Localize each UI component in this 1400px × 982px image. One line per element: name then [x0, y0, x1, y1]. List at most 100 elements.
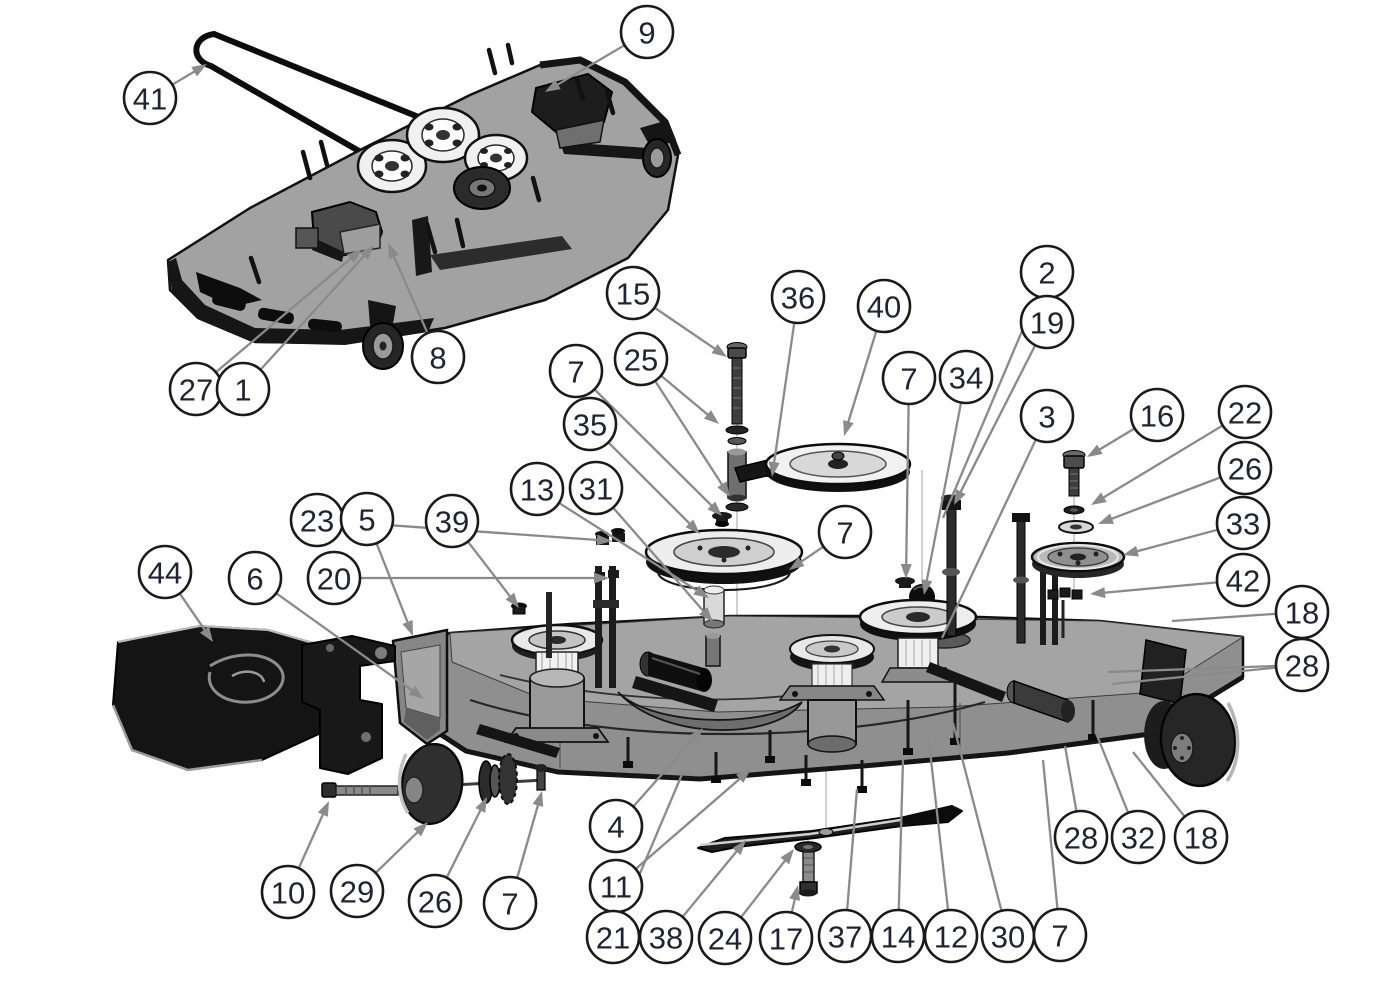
- leader-line-12: [927, 741, 950, 911]
- callout-9-1[interactable]: 9: [619, 4, 675, 60]
- part-balloon[interactable]: [1032, 907, 1088, 963]
- callout-22-19[interactable]: 22: [1217, 384, 1273, 440]
- callout-18-49[interactable]: 18: [1173, 809, 1229, 865]
- callout-41-0[interactable]: 41: [122, 70, 178, 126]
- callout-6-29[interactable]: 6: [227, 550, 283, 606]
- callout-28-47[interactable]: 28: [1053, 809, 1109, 865]
- part-number: 36: [781, 281, 815, 316]
- part-balloon[interactable]: [548, 343, 604, 399]
- callout-21-38[interactable]: 21: [585, 909, 641, 965]
- callout-12-44[interactable]: 12: [923, 908, 979, 964]
- part-balloon[interactable]: [482, 875, 538, 931]
- callout-29-33[interactable]: 29: [329, 863, 385, 919]
- callout-28-31[interactable]: 28: [1274, 637, 1330, 693]
- part-balloon[interactable]: [881, 350, 937, 406]
- part-balloon[interactable]: [1173, 809, 1229, 865]
- callout-7-7[interactable]: 7: [548, 343, 604, 399]
- leader-arrowhead-11: [736, 769, 751, 783]
- part-balloon[interactable]: [122, 70, 178, 126]
- callout-7-23[interactable]: 7: [817, 504, 873, 560]
- part-balloon[interactable]: [260, 864, 316, 920]
- callout-4-36[interactable]: 4: [588, 798, 644, 854]
- callout-11-37[interactable]: 11: [588, 858, 644, 914]
- part-balloon[interactable]: [410, 329, 466, 385]
- part-balloon[interactable]: [1215, 495, 1271, 551]
- callout-18-30[interactable]: 18: [1274, 584, 1330, 640]
- part-balloon[interactable]: [1053, 809, 1109, 865]
- part-balloon[interactable]: [638, 909, 694, 965]
- callout-7-13[interactable]: 7: [881, 350, 937, 406]
- callout-44-28[interactable]: 44: [137, 544, 193, 600]
- part-balloon[interactable]: [407, 873, 463, 929]
- callout-26-20[interactable]: 26: [1217, 440, 1273, 496]
- callout-30-45[interactable]: 30: [980, 908, 1036, 964]
- callout-24-40[interactable]: 24: [697, 910, 753, 966]
- part-balloon[interactable]: [1129, 387, 1185, 443]
- callout-8-4[interactable]: 8: [410, 329, 466, 385]
- part-balloon[interactable]: [1274, 637, 1330, 693]
- part-balloon[interactable]: [1215, 552, 1271, 608]
- callout-13-9[interactable]: 13: [509, 461, 565, 517]
- part-balloon[interactable]: [1110, 809, 1166, 865]
- part-balloon[interactable]: [227, 550, 283, 606]
- callout-20-27[interactable]: 20: [306, 550, 362, 606]
- callout-5-25[interactable]: 5: [339, 491, 395, 547]
- callout-42-22[interactable]: 42: [1215, 552, 1271, 608]
- part-balloon[interactable]: [306, 550, 362, 606]
- part-balloon[interactable]: [509, 461, 565, 517]
- callout-32-48[interactable]: 32: [1110, 809, 1166, 865]
- center-hardware-column: [644, 342, 808, 667]
- part-balloon[interactable]: [770, 269, 826, 325]
- part-balloon[interactable]: [605, 265, 661, 321]
- part-balloon[interactable]: [339, 491, 395, 547]
- part-balloon[interactable]: [588, 798, 644, 854]
- callout-35-8[interactable]: 35: [562, 396, 618, 452]
- part-balloon[interactable]: [1217, 384, 1273, 440]
- callout-19-16[interactable]: 19: [1019, 294, 1075, 350]
- callout-25-6[interactable]: 25: [613, 331, 669, 387]
- part-balloon[interactable]: [697, 910, 753, 966]
- deck-posts: [248, 42, 616, 285]
- part-balloon[interactable]: [613, 331, 669, 387]
- callout-23-24[interactable]: 23: [289, 492, 345, 548]
- part-balloon[interactable]: [562, 396, 618, 452]
- callout-17-41[interactable]: 17: [758, 910, 814, 966]
- callout-34-14[interactable]: 34: [938, 349, 994, 405]
- callout-2-15[interactable]: 2: [1019, 244, 1075, 300]
- part-balloon[interactable]: [424, 493, 480, 549]
- part-balloon[interactable]: [329, 863, 385, 919]
- callout-7-46[interactable]: 7: [1032, 907, 1088, 963]
- callout-39-26[interactable]: 39: [424, 493, 480, 549]
- callout-10-32[interactable]: 10: [260, 864, 316, 920]
- part-balloon[interactable]: [938, 349, 994, 405]
- leader-line-38: [681, 847, 740, 918]
- part-balloon[interactable]: [1019, 388, 1075, 444]
- callout-36-11[interactable]: 36: [770, 269, 826, 325]
- leader-arrowhead-44: [199, 626, 213, 642]
- part-balloon[interactable]: [619, 4, 675, 60]
- callout-31-10[interactable]: 31: [568, 460, 624, 516]
- callout-16-18[interactable]: 16: [1129, 387, 1185, 443]
- part-balloon[interactable]: [856, 278, 912, 334]
- callout-37-42[interactable]: 37: [817, 908, 873, 964]
- callout-3-17[interactable]: 3: [1019, 388, 1075, 444]
- callout-40-12[interactable]: 40: [856, 278, 912, 334]
- callout-26-34[interactable]: 26: [407, 873, 463, 929]
- part-balloon[interactable]: [758, 910, 814, 966]
- part-balloon[interactable]: [137, 544, 193, 600]
- part-balloon[interactable]: [1217, 440, 1273, 496]
- part-number: 7: [836, 516, 853, 551]
- part-balloon[interactable]: [923, 908, 979, 964]
- callout-33-21[interactable]: 33: [1215, 495, 1271, 551]
- part-balloon[interactable]: [568, 460, 624, 516]
- leader-arrowhead-34: [921, 579, 933, 595]
- part-balloon[interactable]: [1019, 294, 1075, 350]
- callout-15-5[interactable]: 15: [605, 265, 661, 321]
- callout-1-3[interactable]: 1: [215, 361, 271, 417]
- callout-14-43[interactable]: 14: [870, 908, 926, 964]
- part-balloon[interactable]: [817, 504, 873, 560]
- callout-7-35[interactable]: 7: [482, 875, 538, 931]
- callout-27-2[interactable]: 27: [168, 361, 224, 417]
- part-balloon[interactable]: [215, 361, 271, 417]
- callout-38-39[interactable]: 38: [638, 909, 694, 965]
